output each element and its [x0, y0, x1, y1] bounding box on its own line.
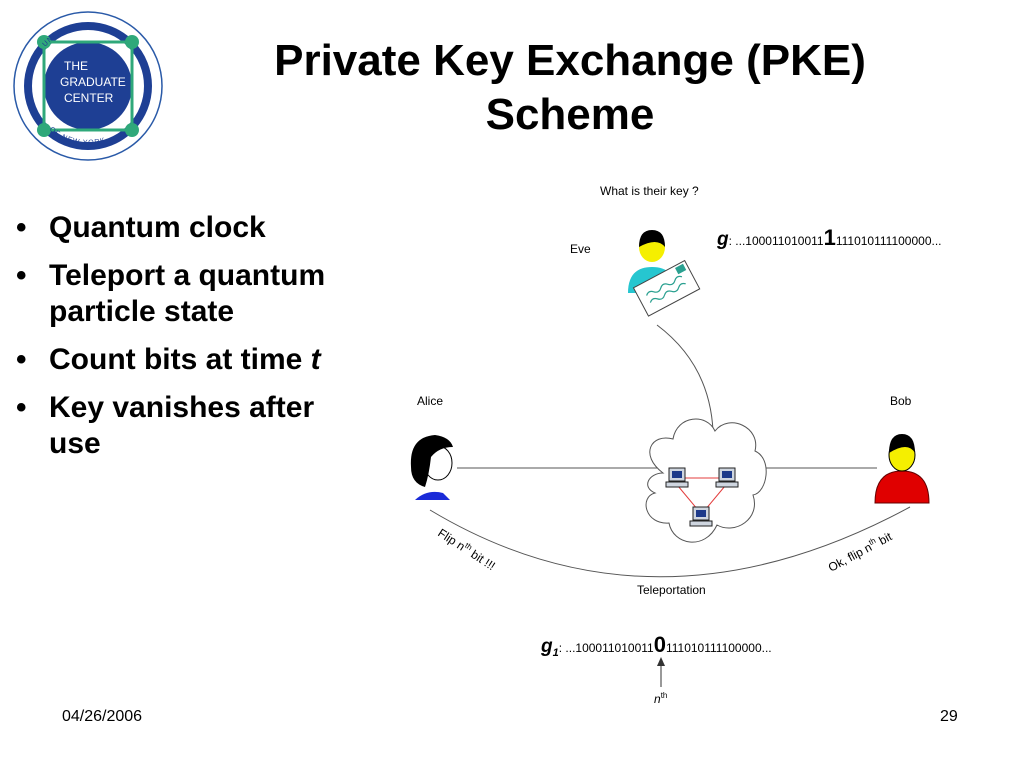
- title-line-1: Private Key Exchange (PKE): [274, 36, 866, 85]
- page-number: 29: [940, 708, 958, 725]
- logo-text-line2: GRADUATE: [60, 75, 126, 89]
- bullet-item: • Count bits at time t: [14, 342, 374, 378]
- logo-outer-ring: [13, 11, 163, 161]
- alice-figure: [410, 435, 453, 500]
- computer-base: [689, 520, 713, 527]
- computer-icon: [665, 467, 689, 488]
- bob-shirt: [874, 470, 930, 504]
- title-line-2: Scheme: [485, 90, 655, 139]
- bullet-text: Key vanishes after use: [49, 391, 315, 460]
- alice-shirt: [415, 491, 450, 500]
- pke-diagram: What is their key ? Eve g: ...1000110100…: [410, 184, 942, 706]
- bullet-item: • Quantum clock: [14, 210, 374, 246]
- envelope-stamp: [675, 263, 687, 275]
- logo-corner-dot: [125, 123, 139, 137]
- logo-corner-dot: [125, 35, 139, 49]
- bullet-item: • Key vanishes after use: [14, 390, 374, 462]
- logo-text-line3: CENTER: [64, 91, 114, 105]
- slide-title: Private Key Exchange (PKE) Scheme: [180, 34, 960, 142]
- nth-arrow-head: [657, 657, 665, 666]
- bob-figure: [874, 434, 930, 504]
- logo-corner-dot: [37, 35, 51, 49]
- computer-display: [722, 471, 732, 478]
- network-link: [677, 485, 699, 511]
- g1-key-string: g1: ...1000110100110111010111100000...: [540, 632, 772, 659]
- logo-disc: [44, 42, 132, 130]
- network-link: [704, 485, 726, 511]
- envelope-wave: [649, 282, 686, 303]
- computer-base: [715, 481, 739, 488]
- flip-nth-bit-label: Flip nth bit !!!: [435, 525, 498, 573]
- logo-ring: [24, 22, 152, 150]
- network-cloud: [645, 418, 767, 543]
- network-links: [677, 477, 726, 511]
- bullet-dot: •: [16, 343, 27, 376]
- bullet-text: Count bits at time: [49, 343, 311, 376]
- eve-hair: [639, 230, 665, 247]
- teleportation-arc: [429, 506, 911, 578]
- ok-flip-nth-bit-label: Ok, flip nth bit: [825, 528, 894, 574]
- computer-base: [665, 481, 689, 488]
- bullet-list: • Quantum clock • Teleport a quantum parti…: [14, 210, 374, 474]
- g-key-string: g: ...1000110100111111010111100000...: [716, 225, 942, 250]
- bullet-text: Teleport a quantum particle state: [49, 259, 326, 328]
- alice-hair: [410, 435, 453, 487]
- bullet-dot: •: [16, 391, 27, 424]
- bullet-dot: •: [16, 211, 27, 244]
- computer-icon: [715, 467, 739, 488]
- computer-display: [696, 510, 706, 517]
- envelope-icon: [632, 259, 701, 317]
- bullet-item: • Teleport a quantum particle state: [14, 258, 374, 330]
- nth-label: nth: [654, 691, 667, 706]
- question-label: What is their key ?: [600, 184, 699, 198]
- bob-hair: [889, 434, 915, 453]
- footer-date: 04/26/2006: [62, 708, 143, 725]
- bullet-dot: •: [16, 259, 27, 292]
- bob-label: Bob: [890, 394, 912, 408]
- eve-label: Eve: [570, 242, 591, 256]
- logo-corner-dot: [37, 123, 51, 137]
- teleportation-label: Teleportation: [637, 583, 706, 597]
- bullet-text: Quantum clock: [49, 211, 266, 244]
- envelope-wave: [646, 275, 683, 296]
- computer-icon: [689, 506, 713, 527]
- logo-square: [42, 40, 134, 132]
- computer-display: [672, 471, 682, 478]
- graduate-center-logo: THE GRADUATE CENTER THE CITY UNIVERSITY …: [13, 11, 163, 161]
- alice-label: Alice: [417, 394, 443, 408]
- bullet-italic-t: t: [310, 343, 321, 376]
- logo-text-line1: THE: [64, 59, 88, 73]
